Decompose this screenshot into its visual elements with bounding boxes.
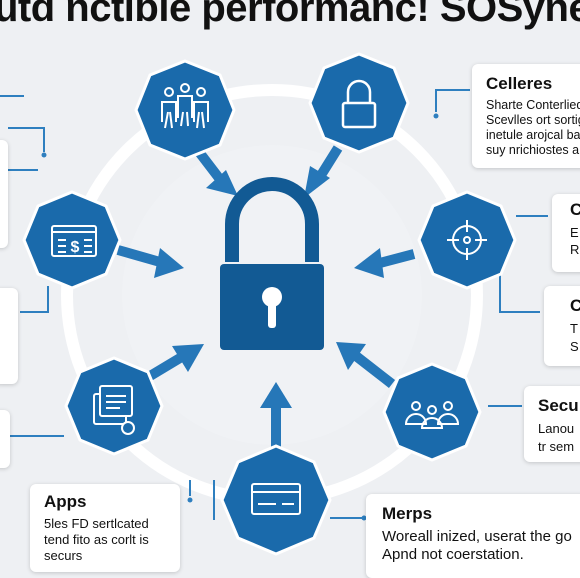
svg-text:$: $ xyxy=(71,239,80,256)
padlock-icon xyxy=(341,79,377,129)
node-people[interactable] xyxy=(134,59,236,161)
merps-line-1: Woreall inized, userat the go xyxy=(382,528,572,545)
node-lock[interactable] xyxy=(308,52,410,154)
right-top-line-1: E xyxy=(570,225,579,240)
celleres-heading: Celleres xyxy=(486,74,553,93)
dollar-monitor-icon: $ xyxy=(51,225,97,257)
node-target[interactable] xyxy=(417,190,517,290)
apps-line-2: tend fito as corlt is xyxy=(44,532,149,547)
apps-heading: Apps xyxy=(44,492,87,511)
user-group-icon xyxy=(404,401,460,429)
people-icon xyxy=(161,83,209,129)
celleres-line-2: Scevlles ort sortig xyxy=(486,113,580,127)
celleres-card: Celleres Sharte Conterlied Scevlles ort … xyxy=(472,64,580,168)
browser-card-icon xyxy=(251,483,301,515)
left-card-top xyxy=(0,140,8,248)
right-middle-line-1: T xyxy=(570,321,578,336)
arrow-target xyxy=(354,248,416,278)
celleres-line-3: inetule arojcal ba xyxy=(486,128,580,142)
node-card[interactable] xyxy=(220,444,332,556)
secu-card: Secu Lanou tr sem xyxy=(524,386,580,462)
right-top-heading: C xyxy=(570,200,580,219)
connector-lines xyxy=(0,89,548,520)
right-top-line-2: R xyxy=(570,242,580,257)
secu-line-1: Lanou xyxy=(538,421,575,436)
right-middle-card: C T S xyxy=(544,286,580,366)
arrow-monitor xyxy=(116,245,184,278)
merps-line-2: Apnd not coerstation. xyxy=(382,546,524,563)
arrow-users xyxy=(336,342,396,388)
merps-card: Merps Woreall inized, userat the go Apnd… xyxy=(366,494,580,578)
merps-heading: Merps xyxy=(382,504,433,523)
crosshair-icon xyxy=(447,220,487,260)
right-middle-heading: C xyxy=(570,296,580,315)
document-stack-icon xyxy=(93,385,135,435)
left-card-bottom xyxy=(0,410,10,468)
node-users[interactable] xyxy=(382,362,482,462)
secu-line-2: tr sem xyxy=(538,439,575,454)
node-docs[interactable] xyxy=(64,356,164,456)
celleres-line-4: suy nrichiostes a xyxy=(486,143,580,157)
apps-card: Apps 5les FD sertlcated tend fito as cor… xyxy=(30,484,180,572)
celleres-line-1: Sharte Conterlied xyxy=(486,98,580,112)
page-title: utd nctible performanc! SOSyne xyxy=(0,0,580,30)
connector-dots xyxy=(41,113,439,521)
right-top-card: C E R xyxy=(552,194,580,272)
node-monitor[interactable]: $ xyxy=(22,190,122,290)
right-middle-line-2: S xyxy=(570,339,579,354)
left-card-middle xyxy=(0,288,18,384)
secu-heading: Secu xyxy=(538,396,579,415)
apps-line-1: 5les FD sertlcated xyxy=(44,516,149,531)
apps-line-3: securs xyxy=(44,548,83,563)
hub-padlock-icon xyxy=(220,177,324,350)
arrow-lock xyxy=(304,145,343,198)
